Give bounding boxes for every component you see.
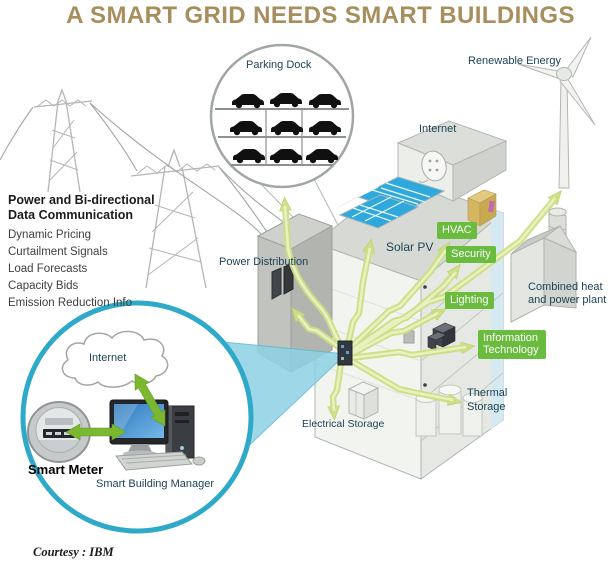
system-badge-security: Security xyxy=(446,246,496,263)
parked-cars-icons xyxy=(230,93,341,164)
inset-internet-label: Internet xyxy=(89,352,127,364)
info-item-dynamic-pricing: Dynamic Pricing xyxy=(8,229,92,241)
renewable-energy-label: Renewable Energy xyxy=(468,55,561,67)
courtesy-credit: Courtesy : IBM xyxy=(33,545,114,559)
solar-panels-graphic xyxy=(337,176,446,229)
wind-turbine-graphic xyxy=(517,36,596,189)
energy-flow-arrows xyxy=(285,196,557,413)
it-server-rack-graphic xyxy=(427,322,456,352)
smart-building-graphic xyxy=(256,120,578,480)
smart-meter-inset xyxy=(20,300,254,534)
internet-cloud-icon xyxy=(61,330,169,388)
data-flow-arrows xyxy=(65,373,166,441)
thermal-storage-label: Thermal Storage xyxy=(467,387,508,413)
system-badge-hvac: HVAC xyxy=(437,222,477,239)
info-item-load-forecasts: Load Forecasts xyxy=(8,263,88,275)
electrical-storage-label: Electrical Storage xyxy=(302,418,385,430)
info-item-capacity-bids: Capacity Bids xyxy=(8,280,79,292)
parking-dock-label: Parking Dock xyxy=(246,59,312,71)
system-badge-information-technology: Information Technology xyxy=(478,330,546,359)
internet-rooftop-label: Internet xyxy=(419,123,457,135)
chp-plant-graphic xyxy=(510,207,578,323)
electrical-storage-graphic xyxy=(347,381,380,420)
chp-label: Combined heat and power plant xyxy=(528,281,607,306)
satellite-dish-icon xyxy=(418,150,447,183)
smart-building-manager-label: Smart Building Manager xyxy=(96,478,215,490)
parking-dock-magnifier xyxy=(209,43,355,189)
info-item-curtailment-signals: Curtailment Signals xyxy=(8,246,108,258)
power-distribution-label: Power Distribution xyxy=(219,256,309,268)
page-title: A SMART GRID NEEDS SMART BUILDINGS xyxy=(66,2,575,29)
smart-meter-icon xyxy=(27,401,91,463)
solar-pv-label: Solar PV xyxy=(386,240,434,254)
info-panel: Power and Bi-directional Data Communicat… xyxy=(8,193,178,312)
system-badge-lighting: Lighting xyxy=(445,292,494,309)
info-item-emission-reduction: Emission Reduction Info xyxy=(8,297,133,309)
building-controller-hub xyxy=(337,340,353,366)
info-panel-heading: Power and Bi-directional Data Communicat… xyxy=(8,193,155,222)
smart-meter-label: Smart Meter xyxy=(28,462,104,477)
